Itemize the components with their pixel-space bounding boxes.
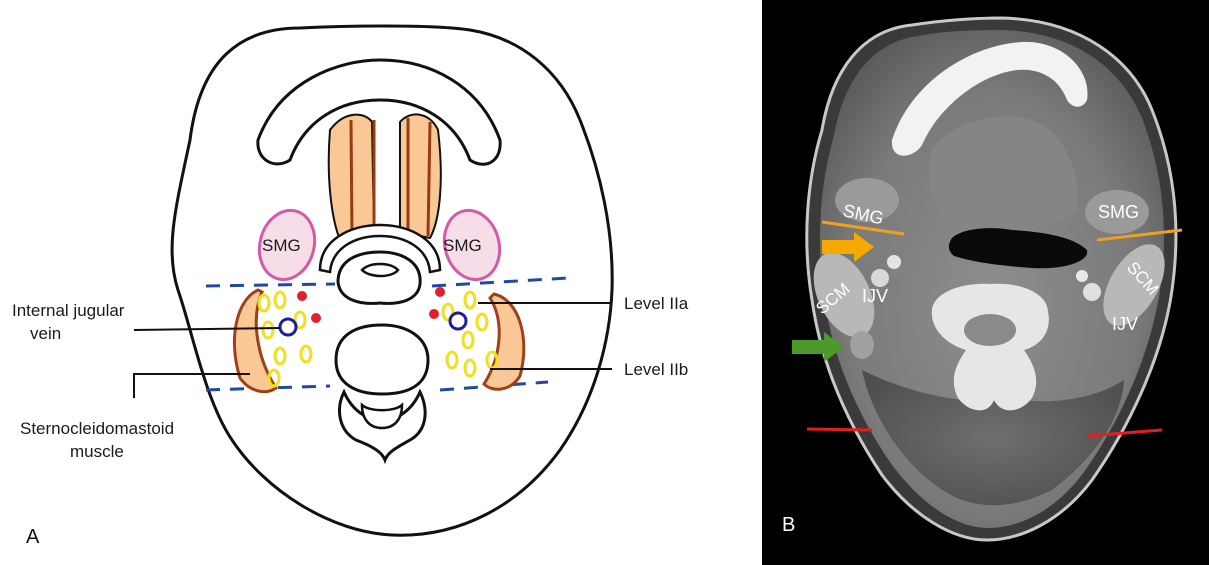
ijv-right-circle	[450, 313, 466, 329]
panel-b-ct-image: SMG SMG SCM SCM IJV IJV B	[762, 0, 1209, 565]
ct-smg-right-label: SMG	[1098, 202, 1139, 222]
level-2b-label: Level IIb	[624, 359, 688, 380]
ijv-label-line1: Internal jugular	[12, 300, 124, 321]
panel-a-letter: A	[26, 526, 39, 549]
epiglottis	[338, 252, 420, 303]
smg-right-label: SMG	[443, 236, 482, 255]
ijv-label-line2: vein	[30, 323, 61, 344]
ct-level-line-lower-left	[807, 429, 872, 430]
vertebral-body	[336, 325, 428, 394]
panel-a-diagram: SMG SMG	[0, 0, 760, 565]
neck-cross-section-drawing: SMG SMG	[0, 0, 760, 565]
scm-label-line2: muscle	[70, 441, 124, 462]
ct-ijv-right-label: IJV	[1112, 314, 1138, 334]
panel-b-letter: B	[782, 514, 795, 537]
smg-left-label: SMG	[262, 236, 301, 255]
level-2a-label: Level IIa	[624, 293, 688, 314]
genioglossus-right	[400, 114, 441, 238]
ct-axial-slice: SMG SMG SCM SCM IJV IJV	[762, 0, 1209, 565]
ct-ijv-left-label: IJV	[862, 286, 888, 306]
ijv-left-circle	[280, 319, 296, 335]
scm-label-line1: Sternocleidomastoid	[20, 418, 174, 439]
